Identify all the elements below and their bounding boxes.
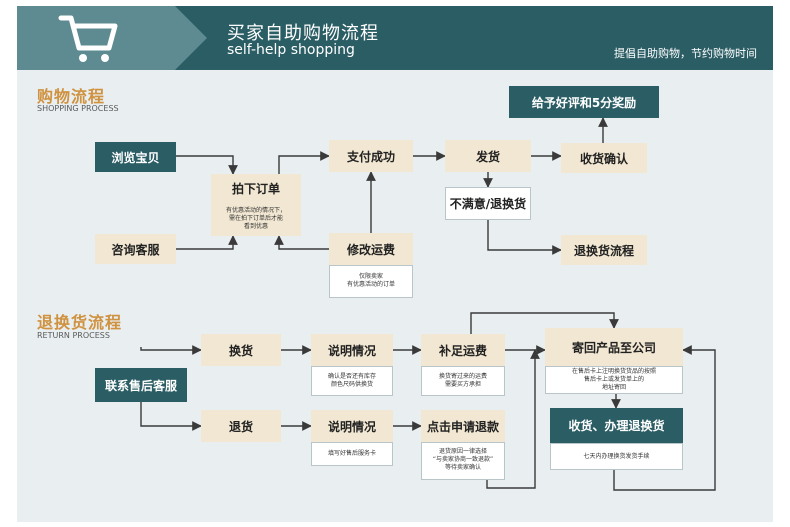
step-modify-note-card — [329, 265, 413, 298]
step-consult: 咨询客服 — [95, 234, 176, 264]
explain-refund-note: 填写好售后服务卡 — [327, 450, 376, 457]
step-receive: 收货确认 — [561, 143, 647, 173]
handle-note: 七天内办理换货发货手续 — [583, 453, 650, 460]
step-order-label: 拍下订单 — [231, 182, 280, 196]
return-section-subtitle: RETURN PROCESS — [37, 331, 110, 340]
explain-exchange-note-card — [311, 366, 393, 396]
step-refund: 退货 — [201, 410, 281, 442]
shipping-fee-note-card — [421, 366, 505, 396]
step-modify-shipping: 修改运费 — [329, 233, 413, 265]
shipping-fee-note: 换货寄过来的运费 需要买方承担 — [438, 373, 487, 388]
shopping-cart-icon — [58, 15, 118, 62]
step-modify-note: 仅限卖家 有优惠活动的订单 — [346, 273, 395, 288]
arrow-modify-order — [274, 235, 329, 250]
step-explain-exchange: 说明情况 — [311, 334, 393, 366]
step-explain-refund: 说明情况 — [311, 410, 393, 442]
cart-panel — [17, 6, 207, 70]
handle-note-card — [550, 443, 683, 470]
return-section-title: 退换货流程 — [37, 313, 123, 332]
step-order: 拍下订单 — [211, 174, 301, 236]
infographic-frame: 买家自助购物流程 self-help shopping 提倡自助购物，节约购物时… — [17, 6, 773, 522]
step-apply-refund: 点击申请退款 — [421, 410, 505, 442]
step-ship: 发货 — [445, 140, 531, 172]
step-pay: 支付成功 — [329, 140, 413, 172]
send-back-note-card — [545, 366, 683, 394]
step-handle-return: 收货、办理退换货 — [550, 408, 683, 443]
arrow-exchange-top — [470, 312, 619, 334]
header-subtitle: self-help shopping — [227, 42, 355, 58]
step-shipping-fee: 补足运费 — [421, 334, 505, 366]
header-banner: 买家自助购物流程 self-help shopping 提倡自助购物，节约购物时… — [17, 6, 773, 70]
apply-refund-note-card — [421, 442, 505, 480]
step-return-process: 退换货流程 — [561, 235, 647, 265]
header-title: 买家自助购物流程 — [227, 23, 379, 44]
arrow-order-pay — [278, 151, 330, 175]
arrow-contact-exchange — [140, 345, 202, 355]
step-send-back: 寄回产品至公司 — [545, 328, 683, 366]
explain-exchange-note: 确认是否还有库存 颜色尺码供换货 — [327, 373, 376, 388]
arrow-dissatisfied-return — [487, 220, 562, 255]
send-back-note: 在售后卡上注明换货货品的按照 售后卡上或发货单上的 地址寄回 — [571, 368, 656, 391]
shopping-section-title: 购物流程 — [37, 87, 106, 106]
step-exchange: 换货 — [201, 334, 281, 366]
shopping-section-subtitle: SHOPPING PROCESS — [37, 104, 119, 113]
step-review: 给予好评和5分奖励 — [509, 86, 659, 118]
arrow-handle-loop — [613, 345, 716, 491]
arrow-browse-order — [176, 155, 238, 175]
arrow-consult-order — [176, 235, 238, 250]
flow-arrows — [140, 117, 716, 491]
step-contact-aftersales: 联系售后客服 — [95, 368, 187, 402]
step-dissatisfied: 不满意/退换货 — [445, 187, 531, 220]
apply-refund-note: 退货原因一律选择 “与卖家协商一致退款” 等待卖家确认 — [432, 448, 494, 471]
header-slogan: 提倡自助购物，节约购物时间 — [614, 47, 757, 60]
explain-refund-note-card — [311, 442, 393, 466]
step-order-note: 有优惠活动的情况下， 需在拍下订单后才能 看到优惠 — [225, 207, 286, 230]
step-browse: 浏览宝贝 — [95, 142, 176, 172]
arrow-contact-refund — [140, 398, 202, 431]
